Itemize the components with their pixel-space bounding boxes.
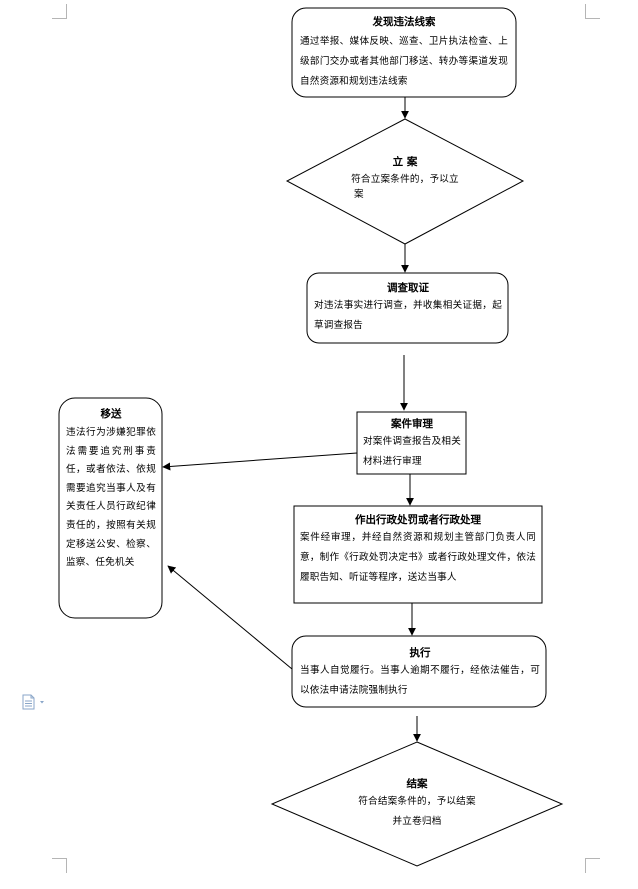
discover-node: 发现违法线索 通过举报、媒体反映、巡查、卫片执法检查、上级部门交办或者其他部门移… [300,14,508,92]
investigate-text: 对违法事实进行调查，并收集相关证据，起草调查报告 [314,300,502,331]
transfer-title: 移送 [100,408,122,420]
arrow-execute-to-transfer [167,565,293,670]
close-text-line2: 并立卷归档 [392,816,442,827]
close-node: 结案 符合结案条件的，予以结案 并立卷归档 [337,776,497,832]
decision-box-shape [293,505,543,604]
execute-title: 执行 [409,647,431,659]
review-node: 案件审理 对案件调查报告及相关材料进行审理 [363,416,461,472]
execute-box-shape [291,635,547,708]
crop-mark-top-left [52,4,67,19]
chevron-down-icon [40,701,44,704]
arrow-review-to-transfer [162,452,358,471]
document-options[interactable] [21,694,51,710]
document-icon [22,694,35,710]
register-text-line1: 符合立案条件的，予以立 [351,174,459,185]
discover-title: 发现违法线索 [372,16,436,28]
close-text-line1: 符合结案条件的，予以结案 [358,796,476,807]
transfer-text: 违法行为涉嫌犯罪依法需要追究刑事责任，或者依法、依规需要追究当事人及有关责任人员… [66,427,156,569]
crop-mark-top-right [585,4,600,19]
investigate-box-shape [306,272,509,344]
register-title: 立 案 [392,156,418,168]
crop-mark-bottom-left [52,858,67,873]
execute-node: 执行 当事人自觉履行。当事人逾期不履行，经依法催告，可以依法申请法院强制执行 [300,645,540,701]
review-title: 案件审理 [391,418,433,430]
review-text: 对案件调查报告及相关材料进行审理 [363,436,461,467]
discover-box-shape [291,7,517,98]
discover-text: 通过举报、媒体反映、巡查、卫片执法检查、上级部门交办或者其他部门移送、转办等渠道… [300,36,508,87]
crop-mark-bottom-right [585,858,600,873]
register-text-line2: 案 [354,189,364,200]
decision-title: 作出行政处罚或者行政处理 [355,514,481,526]
transfer-box-shape [58,397,163,619]
decision-node: 作出行政处罚或者行政处理 案件经审理，并经自然资源和规划主管部门负责人同意，制作… [300,512,536,588]
close-title: 结案 [406,778,428,790]
decision-text: 案件经审理，并经自然资源和规划主管部门负责人同意，制作《行政处罚决定书》或者行政… [300,532,536,583]
register-node: 立 案 符合立案条件的，予以立 案 [340,154,470,202]
investigate-title: 调查取证 [387,282,429,294]
investigate-node: 调查取证 对违法事实进行调查，并收集相关证据，起草调查报告 [314,280,502,336]
review-box-shape [356,411,467,475]
transfer-node: 移送 违法行为涉嫌犯罪依法需要追究刑事责任，或者依法、依规需要追究当事人及有关责… [66,406,156,573]
execute-text: 当事人自觉履行。当事人逾期不履行，经依法催告，可以依法申请法院强制执行 [300,665,540,696]
close-diamond-shape [270,741,564,867]
